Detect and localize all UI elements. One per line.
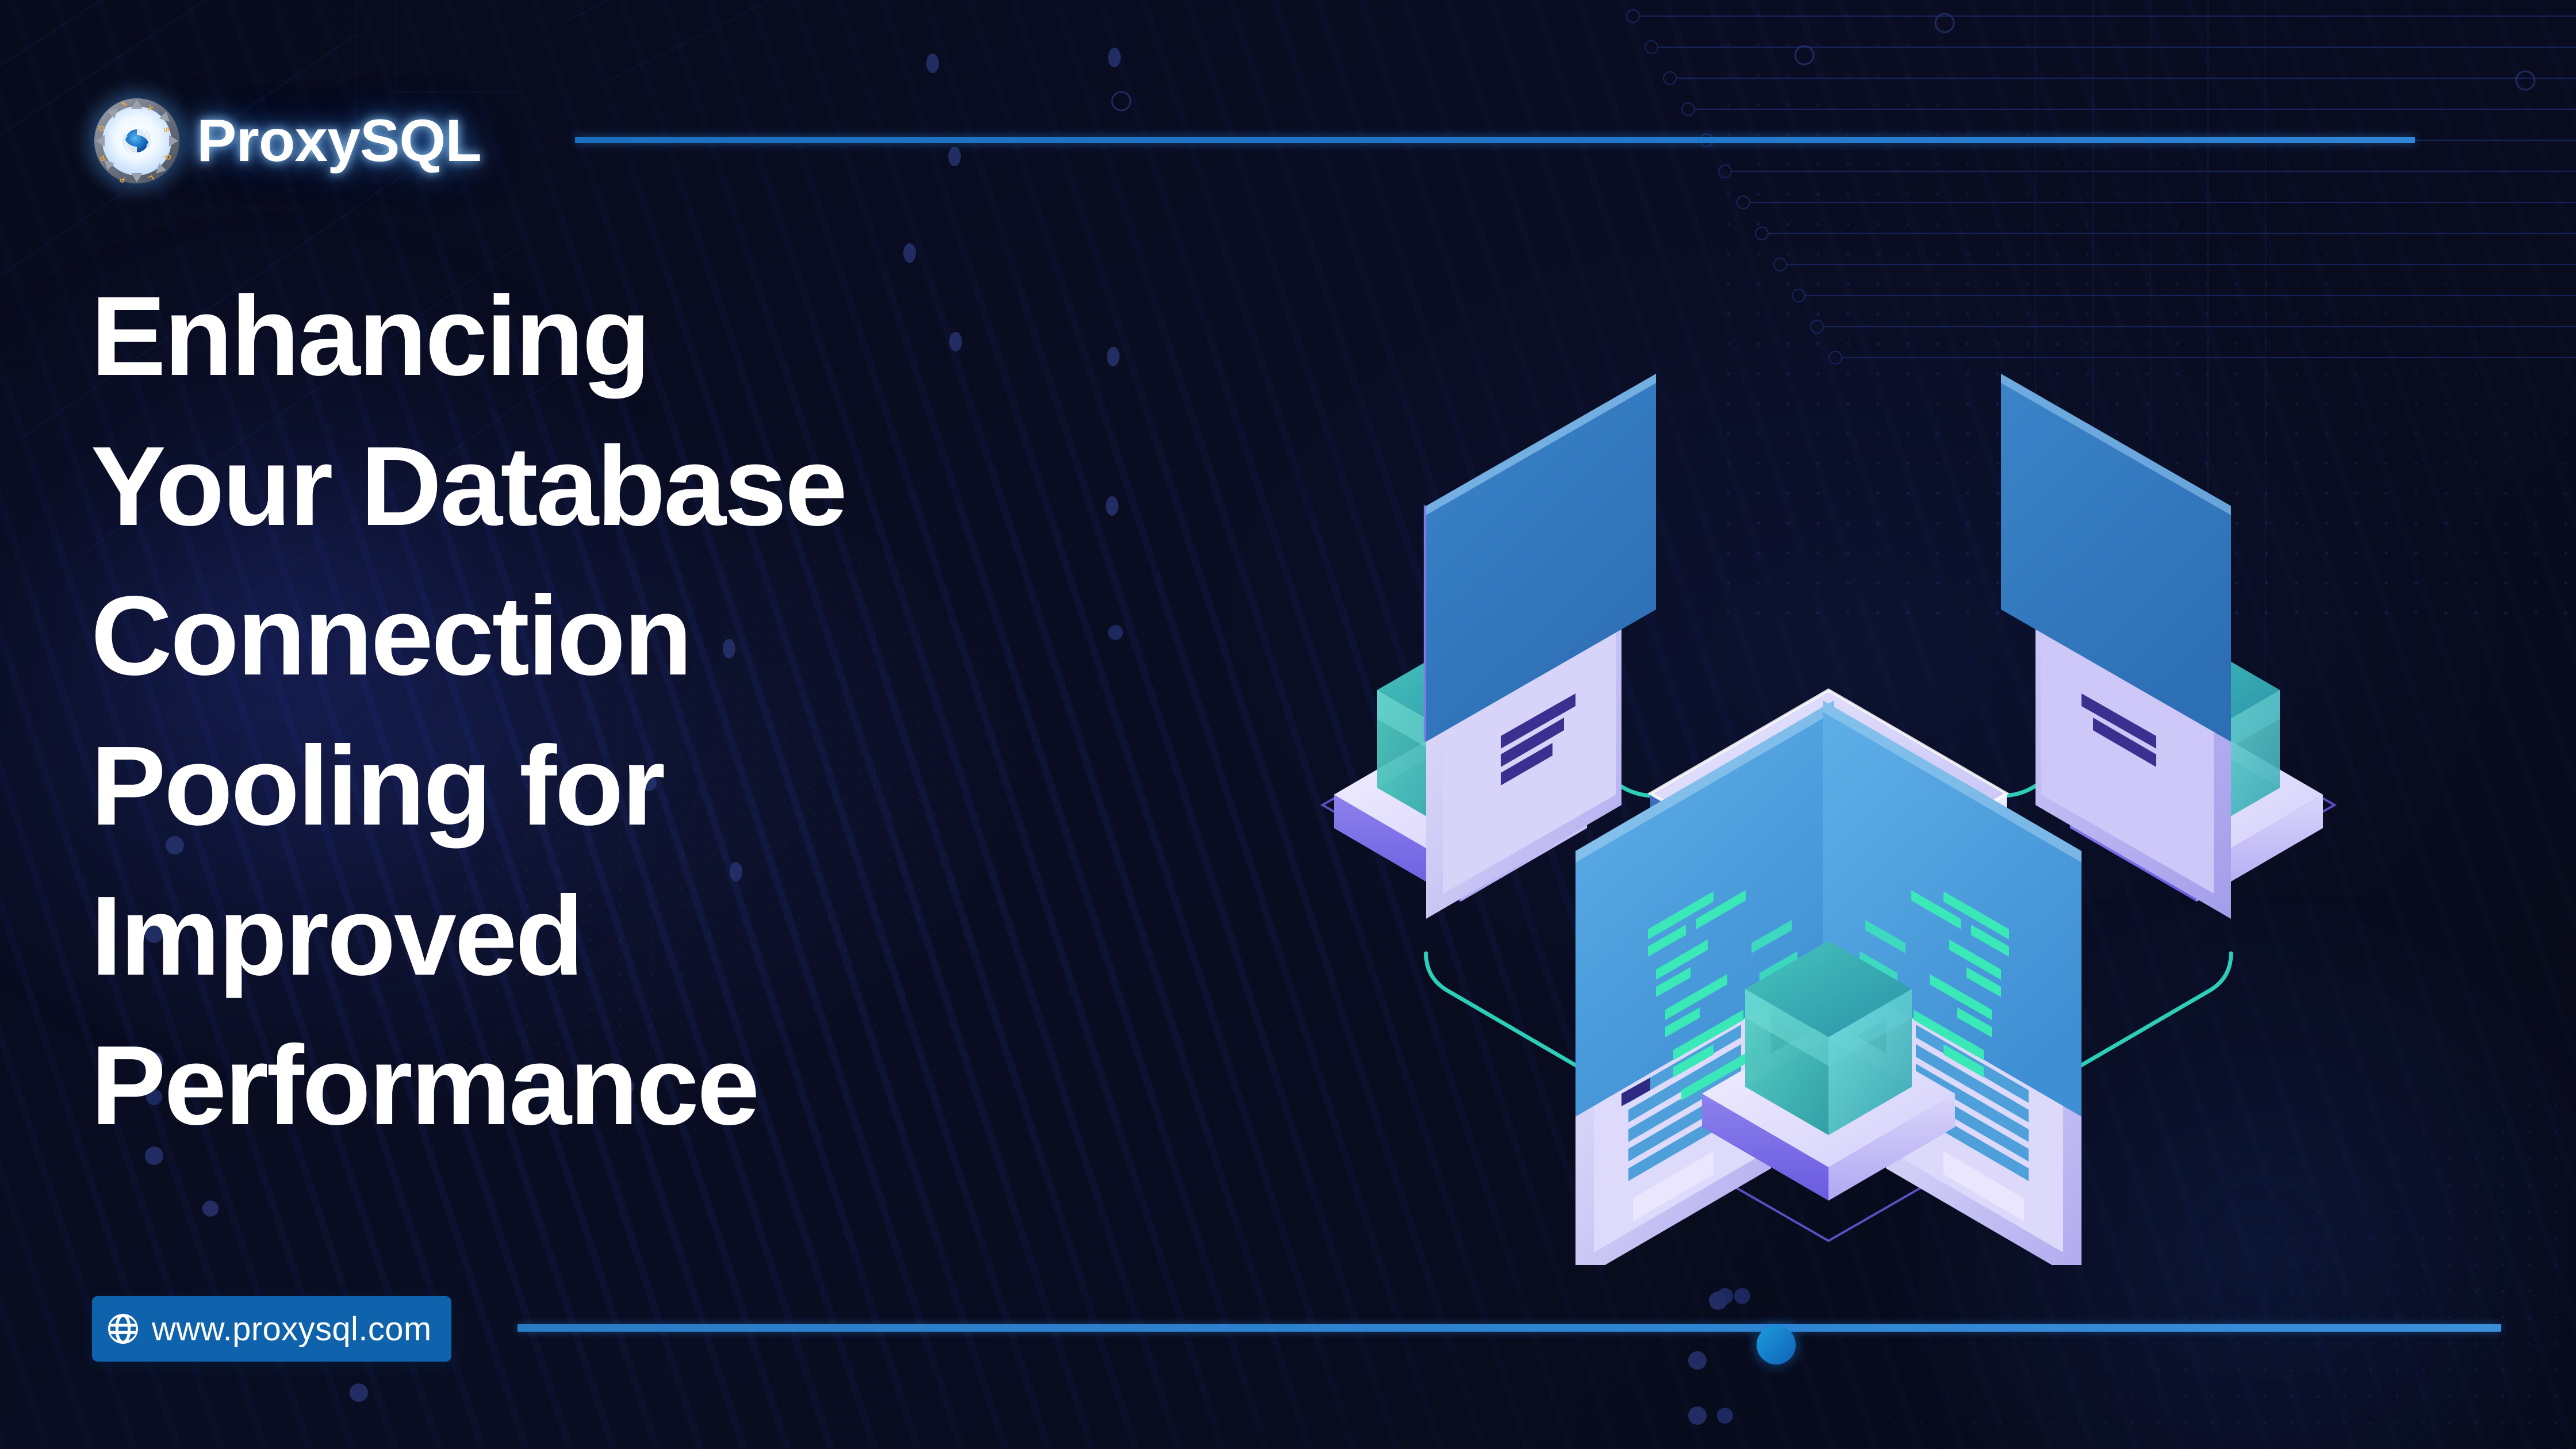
page-title: Enhancing Your Database Connection Pooli… <box>91 262 1275 1161</box>
headline-line-4: Pooling for <box>91 723 665 849</box>
background-vertical-dots <box>46 518 966 1438</box>
background-diagonal-lines <box>0 0 772 691</box>
footer-accent-dot <box>1757 1325 1796 1364</box>
header-accent-line <box>575 137 2415 143</box>
headline-line-2: Your Database <box>91 423 848 549</box>
brand-logo[interactable]: X Y S Q L P R O ProxySQL <box>77 81 482 201</box>
svg-text:Q: Q <box>163 153 173 161</box>
laptop-front-right <box>1823 700 2082 1265</box>
background-circuit-lines <box>1626 0 2576 690</box>
headline-line-5: Improved <box>91 872 584 999</box>
cube-pedestal-bottom <box>1702 941 1955 1201</box>
website-url-label: www.proxysql.com <box>152 1310 432 1348</box>
laptop-back-right <box>2001 374 2231 919</box>
isometric-database-server-cluster-illustration <box>1254 368 2404 1265</box>
headline-line-1: Enhancing <box>91 273 651 399</box>
laptop-back-left <box>1424 374 1656 919</box>
background-glow-left <box>0 218 713 1081</box>
footer-accent-line <box>518 1324 2501 1332</box>
headline-line-3: Connection <box>91 573 692 699</box>
svg-text:O: O <box>97 125 106 132</box>
brand-wordmark: ProxySQL <box>197 108 482 174</box>
website-badge[interactable]: www.proxysql.com <box>92 1296 451 1362</box>
proxysql-vortex-logo-icon: X Y S Q L P R O <box>77 81 197 201</box>
headline-line-6: Performance <box>91 1022 760 1149</box>
globe-icon <box>108 1314 138 1344</box>
